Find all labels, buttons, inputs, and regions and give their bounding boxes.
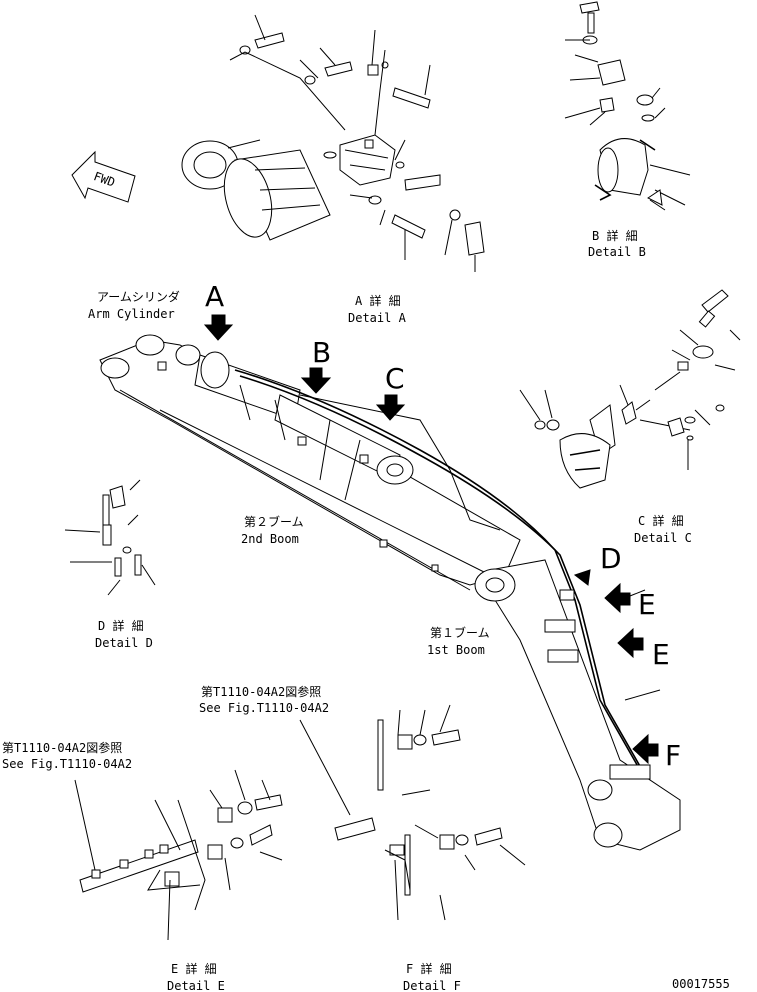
callout-letter-c: C — [385, 362, 405, 395]
main-boom-assembly — [99, 334, 681, 851]
boom-1st-label-en: 1st Boom — [427, 643, 485, 657]
detail-e-drawing — [74, 769, 283, 941]
detail-f-drawing — [299, 704, 526, 921]
ref-e-label-en: See Fig.T1110-04A2 — [2, 757, 132, 771]
ref-e-label-jp: 第T1110-04A2図参照 — [2, 740, 122, 755]
arm-cylinder-label-en: Arm Cylinder — [88, 307, 175, 321]
callout-arrow-c — [375, 394, 406, 421]
callout-letter-a: A — [205, 280, 224, 313]
detail-a-title-jp: A 詳 細 — [355, 293, 401, 308]
callout-arrow-e2 — [617, 627, 644, 659]
detail-d-title-en: Detail D — [95, 636, 153, 650]
detail-e-title-en: Detail E — [167, 979, 225, 992]
boom-2nd-label-jp: 第２ブーム — [244, 514, 304, 529]
callout-letter-d: D — [600, 542, 622, 575]
callout-letter-e2: E — [652, 638, 670, 671]
detail-c-drawing — [519, 289, 741, 489]
callout-letter-e1: E — [638, 588, 656, 621]
detail-c-title-jp: C 詳 細 — [638, 513, 684, 528]
callout-arrow-a — [203, 314, 234, 341]
callout-arrow-b — [300, 367, 332, 394]
detail-d-title-jp: D 詳 細 — [98, 618, 144, 633]
detail-b-drawing — [564, 1, 691, 211]
detail-f-title-en: Detail F — [403, 979, 461, 992]
ref-f-label-jp: 第T1110-04A2図参照 — [201, 684, 321, 699]
detail-d-drawing — [64, 479, 156, 596]
detail-b-title-jp: B 詳 細 — [592, 228, 638, 243]
detail-f-title-jp: F 詳 細 — [406, 961, 452, 976]
fwd-arrow: FWD — [71, 150, 136, 203]
fwd-label: FWD — [92, 169, 117, 190]
callout-letter-f: F — [665, 739, 681, 772]
callout-arrow-d — [573, 569, 591, 586]
detail-b-title-en: Detail B — [588, 245, 646, 259]
ref-f-label-en: See Fig.T1110-04A2 — [199, 701, 329, 715]
callout-arrow-e1 — [604, 582, 631, 614]
detail-e-title-jp: E 詳 細 — [171, 961, 217, 976]
detail-a-drawing — [181, 14, 485, 272]
arm-cylinder-label-jp: アームシリンダ — [97, 289, 180, 304]
callout-letter-b: B — [312, 336, 331, 369]
boom-2nd-label-en: 2nd Boom — [241, 532, 299, 546]
callout-arrow-f — [632, 733, 659, 765]
boom-1st-label-jp: 第１ブーム — [430, 625, 490, 640]
detail-c-title-en: Detail C — [634, 531, 692, 545]
drawing-number: 00017555 — [672, 977, 730, 991]
detail-a-title-en: Detail A — [348, 311, 407, 325]
